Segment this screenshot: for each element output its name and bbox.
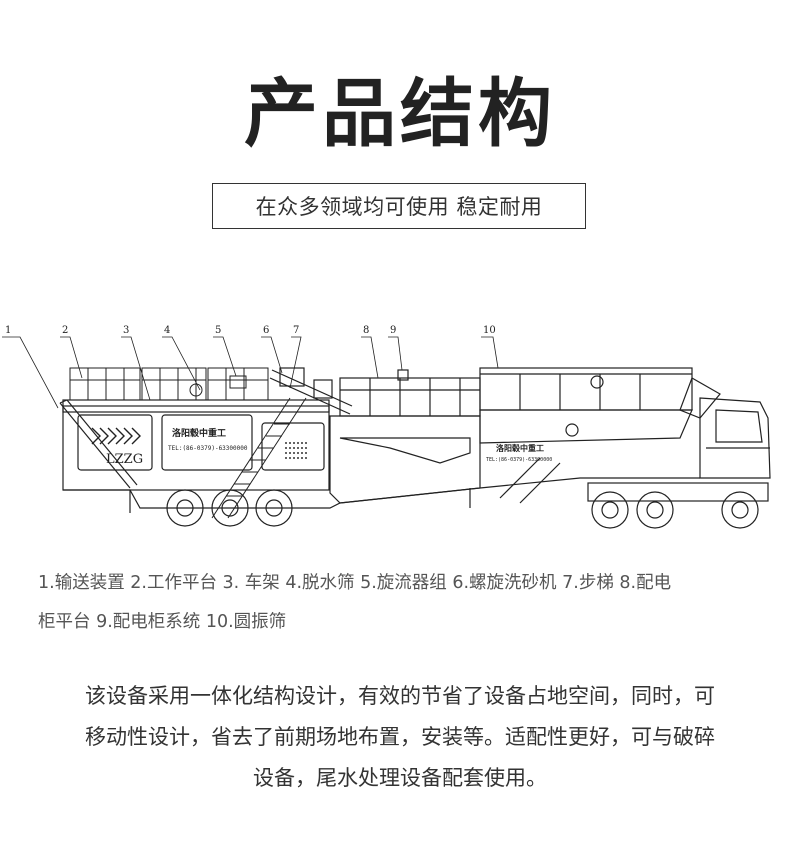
callout-7: 7 [293,325,299,336]
legend-line-2: 柜平台 9.配电柜系统 10.圆振筛 [38,612,287,632]
panel-logo: LZZG [106,452,143,467]
brand-contact-left: TEL:(86-0379)-63300000 [168,445,248,452]
subtitle-box: 在众多领域均可使用 稳定耐用 [212,183,586,229]
callout-labels: 1 2 3 4 5 6 7 8 9 10 [5,325,496,336]
callout-9: 9 [390,325,396,336]
brand-plate-left: 洛阳毂中重工 [172,427,226,439]
equipment-diagram: 1 2 3 4 5 6 7 8 9 10 [2,325,771,529]
callout-10: 10 [483,325,496,336]
description-line-1: 该设备采用一体化结构设计，有效的节省了设备占地空间，同时，可 [85,684,715,708]
component-legend: 1.输送装置 2.工作平台 3. 车架 4.脱水筛 5.旋流器组 6.螺旋洗砂机… [38,564,768,642]
description-line-3: 设备，尾水处理设备配套使用。 [253,766,547,790]
callout-2: 2 [62,325,68,336]
callout-3: 3 [123,325,129,336]
trailer-wheels [166,489,293,527]
page-title: 产品结构 [244,71,556,157]
callout-4: 4 [164,325,170,336]
callout-8: 8 [363,325,369,336]
vent-dots [285,442,307,459]
work-platform-railings [69,367,269,401]
subtitle-text: 在众多领域均可使用 稳定耐用 [255,195,543,219]
chevron-arrows [91,427,141,445]
circular-vibrating-screen: 洛阳毂中重工 TEL:(86-0379)-63300000 [479,367,721,504]
vehicle-frame [63,477,700,513]
legend-line-1: 1.输送装置 2.工作平台 3. 车架 4.脱水筛 5.旋流器组 6.螺旋洗砂机… [38,573,672,593]
callout-6: 6 [263,325,269,336]
truck-tractor [587,397,771,529]
description: 该设备采用一体化结构设计，有效的节省了设备占地空间，同时，可 移动性设计，省去了… [36,676,764,799]
callout-leaders [2,336,499,409]
middle-module [329,369,481,504]
stairs [211,397,307,519]
brand-plate-right: 洛阳毂中重工 [496,443,544,453]
callout-5: 5 [215,325,221,336]
left-module: LZZG 洛阳毂中重工 TEL:(86-0379)-63300000 [62,399,330,491]
spiral-sand-washer [269,367,353,415]
callout-1: 1 [5,325,11,336]
description-line-2: 移动性设计，省去了前期场地布置，安装等。适配性更好，可与破碎 [85,725,715,749]
conveyor-device [59,399,138,489]
brand-contact-right: TEL:(86-0379)-63300000 [486,457,552,463]
